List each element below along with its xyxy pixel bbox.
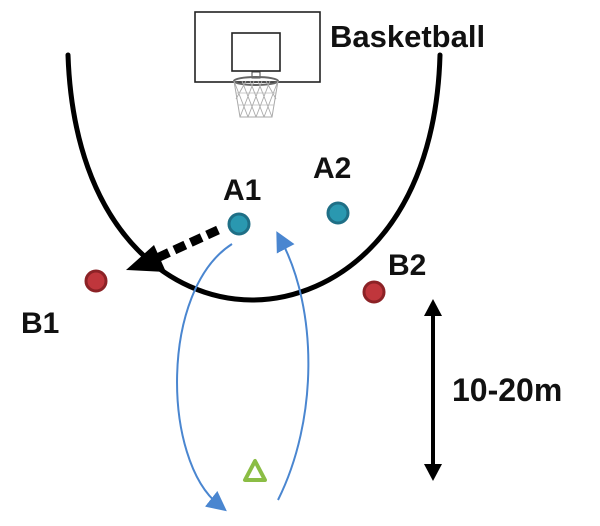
basketball-hoop-icon	[194, 11, 321, 118]
player-b2-marker	[362, 280, 386, 304]
player-b1-marker	[84, 269, 108, 293]
cone-triangle-icon	[243, 459, 267, 482]
player-a2-marker	[326, 201, 350, 225]
player-b1-label: B1	[21, 307, 59, 340]
distance-label: 10-20m	[452, 372, 562, 408]
player-a1-label: A1	[223, 174, 261, 207]
title-label: Basketball	[330, 19, 485, 54]
player-b2-label: B2	[388, 249, 426, 282]
three-point-arc	[65, 52, 443, 303]
player-a1-marker	[227, 212, 251, 236]
player-a2-label: A2	[313, 152, 351, 185]
distance-arrow	[424, 299, 442, 481]
dashed-pass-arrow	[126, 225, 220, 272]
curved-run-arrow-out	[176, 243, 233, 512]
curved-run-arrow-back	[276, 231, 310, 501]
